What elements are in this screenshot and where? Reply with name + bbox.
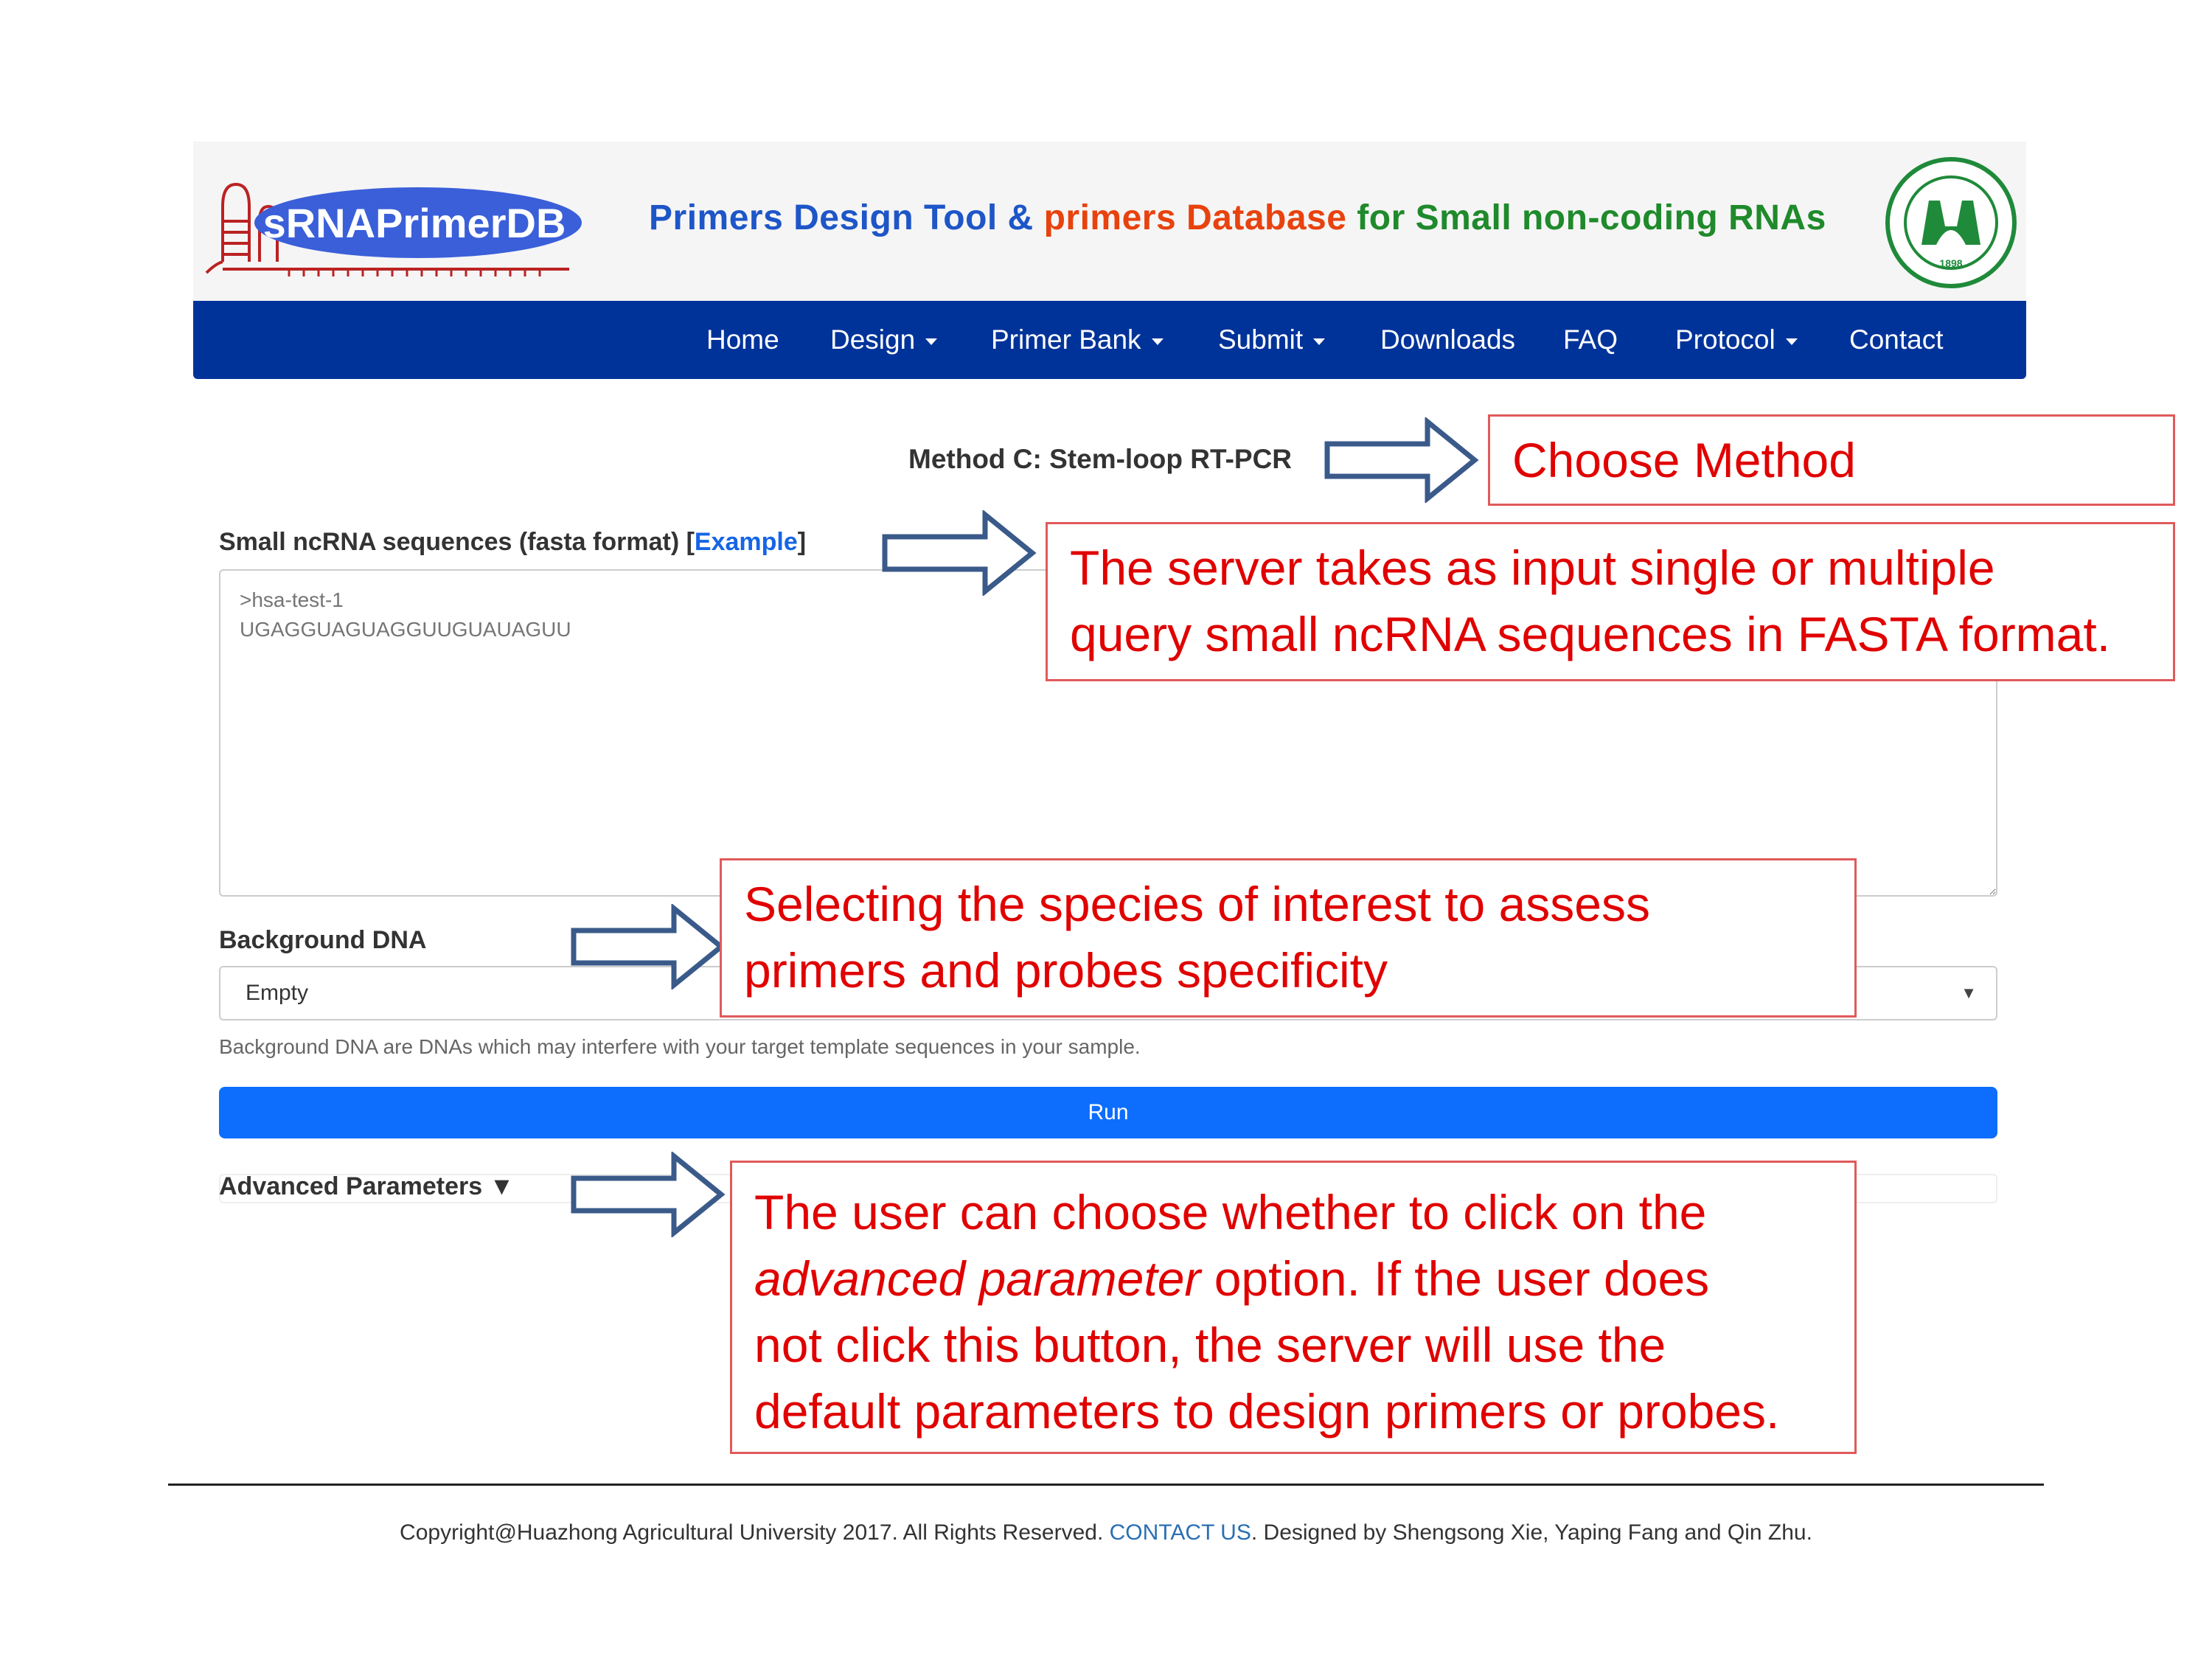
nav-contact-label: Contact bbox=[1849, 324, 1944, 355]
nav-protocol[interactable]: Protocol bbox=[1675, 301, 1798, 379]
annotation-arrow-icon bbox=[571, 1152, 726, 1237]
annotation-text: option. If the user does bbox=[1200, 1251, 1710, 1306]
annotation-line: default parameters to design primers or … bbox=[754, 1384, 1780, 1439]
footer-divider bbox=[168, 1484, 2044, 1486]
main-navbar: Home Design Primer Bank Submit Downloads… bbox=[193, 301, 2026, 379]
background-dna-help: Background DNA are DNAs which may interf… bbox=[219, 1035, 1141, 1058]
site-tagline: Primers Design Tool & primers Database f… bbox=[649, 198, 1826, 238]
nav-downloads[interactable]: Downloads bbox=[1380, 301, 1515, 379]
annotation-line: Selecting the species of interest to ass… bbox=[744, 877, 1650, 931]
contact-us-link[interactable]: CONTACT US bbox=[1109, 1520, 1251, 1545]
annotation-line: primers and probes specificity bbox=[744, 943, 1388, 998]
background-dna-label: Background DNA bbox=[219, 926, 427, 954]
nav-protocol-label: Protocol bbox=[1675, 324, 1775, 355]
nav-design[interactable]: Design bbox=[830, 301, 938, 379]
run-button[interactable]: Run bbox=[219, 1087, 1997, 1138]
seq-label-text: Small ncRNA sequences (fasta format) [ bbox=[219, 528, 695, 556]
footer-credits: . Designed by Shengsong Xie, Yaping Fang… bbox=[1251, 1520, 1812, 1545]
dropdown-arrow-icon: ▼ bbox=[1961, 984, 1977, 1002]
tagline-part3: for Small non-coding RNAs bbox=[1357, 198, 1826, 237]
method-title: Method C: Stem-loop RT-PCR bbox=[908, 444, 1293, 474]
annotation-line: The user can choose whether to click on … bbox=[754, 1185, 1707, 1239]
nav-downloads-label: Downloads bbox=[1380, 324, 1516, 355]
annotation-arrow-icon bbox=[882, 510, 1037, 596]
annotation-input-format: The server takes as input single or mult… bbox=[1046, 522, 2175, 681]
annotation-emphasis: advanced parameter bbox=[754, 1251, 1201, 1306]
annotation-species: Selecting the species of interest to ass… bbox=[720, 858, 1857, 1018]
annotation-choose-method: Choose Method bbox=[1488, 414, 2175, 506]
nav-submit-label: Submit bbox=[1218, 324, 1304, 355]
advanced-parameters-toggle[interactable]: Advanced Parameters ▼ bbox=[219, 1172, 515, 1200]
background-dna-value: Empty bbox=[246, 981, 309, 1005]
srnaprimerdb-logo[interactable]: sRNAPrimerDB bbox=[201, 177, 584, 280]
caret-down-icon bbox=[925, 338, 938, 345]
annotation-arrow-icon bbox=[571, 904, 726, 990]
nav-faq-label: FAQ bbox=[1563, 324, 1618, 355]
seal-year: 1898 bbox=[1939, 257, 1962, 269]
footer-copyright: Copyright@Huazhong Agricultural Universi… bbox=[400, 1520, 1110, 1545]
nav-submit[interactable]: Submit bbox=[1218, 301, 1326, 379]
annotation-line: query small ncRNA sequences in FASTA for… bbox=[1070, 607, 2111, 661]
annotation-line: not click this button, the server will u… bbox=[754, 1318, 1666, 1372]
tagline-part2: primers Database bbox=[1043, 198, 1357, 237]
logo-text: sRNAPrimerDB bbox=[263, 200, 566, 246]
footer: Copyright@Huazhong Agricultural Universi… bbox=[0, 1520, 2212, 1545]
nav-contact[interactable]: Contact bbox=[1849, 301, 1944, 379]
seq-label-end: ] bbox=[797, 528, 807, 556]
annotation-arrow-icon bbox=[1324, 417, 1479, 503]
caret-down-icon bbox=[1151, 338, 1164, 345]
example-link[interactable]: Example bbox=[694, 528, 798, 556]
annotation-line: advanced parameter option. If the user d… bbox=[754, 1245, 1832, 1312]
logo-graphic: sRNAPrimerDB bbox=[205, 182, 582, 276]
caret-down-icon bbox=[1785, 338, 1798, 345]
nav-home[interactable]: Home bbox=[706, 301, 779, 379]
nav-design-label: Design bbox=[830, 324, 916, 355]
nav-primer-bank[interactable]: Primer Bank bbox=[991, 301, 1164, 379]
annotation-advanced-parameters: The user can choose whether to click on … bbox=[730, 1161, 1857, 1454]
seq-input-label: Small ncRNA sequences (fasta format) [Ex… bbox=[219, 528, 806, 557]
tagline-part1: Primers Design Tool & bbox=[649, 198, 1044, 237]
nav-primer-bank-label: Primer Bank bbox=[991, 324, 1141, 355]
annotation-line: The server takes as input single or mult… bbox=[1070, 540, 1995, 595]
university-seal-logo: 1898 bbox=[1885, 156, 2017, 289]
nav-home-label: Home bbox=[706, 324, 779, 355]
caret-down-icon bbox=[1313, 338, 1326, 345]
nav-faq[interactable]: FAQ bbox=[1563, 301, 1618, 379]
